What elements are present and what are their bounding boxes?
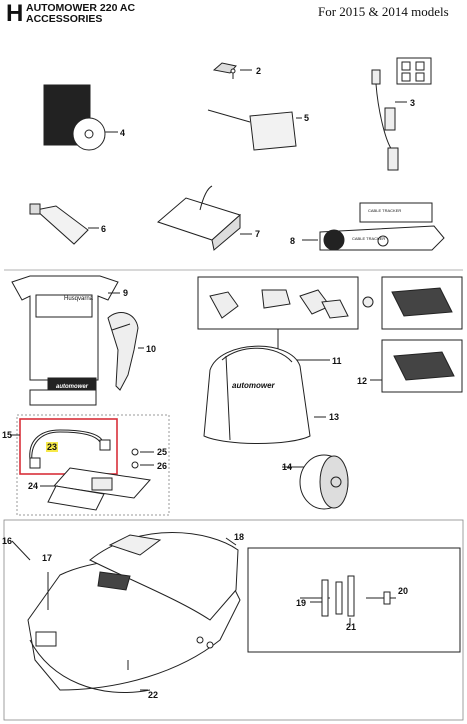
part-number-20: 20 bbox=[398, 586, 409, 596]
part-number-17: 17 bbox=[42, 553, 53, 563]
detail-drawing bbox=[300, 575, 396, 626]
part-number-11: 11 bbox=[332, 356, 342, 366]
part-number-21: 21 bbox=[346, 622, 357, 632]
part-number-4: 4 bbox=[120, 128, 126, 138]
part-number-7: 7 bbox=[255, 229, 261, 239]
manual-cd-drawing bbox=[43, 84, 118, 151]
sealant-cartridge-drawing bbox=[207, 109, 302, 151]
part-number-6: 6 bbox=[101, 224, 107, 234]
part-number-2: 2 bbox=[256, 66, 262, 76]
brackets-kit-drawing bbox=[197, 276, 463, 361]
cable-tracker-drawing bbox=[302, 202, 445, 251]
part-number-15: 15 bbox=[2, 430, 13, 440]
cable-drawing bbox=[29, 429, 111, 469]
wall-bracket-drawing bbox=[11, 275, 120, 406]
cable-tracker-text-1: CABLE TRACKER bbox=[368, 208, 401, 213]
wall-hanger-drawing bbox=[157, 185, 252, 251]
part-number-3: 3 bbox=[410, 98, 416, 108]
cable-tracker-text-2: CABLE TRACKER bbox=[352, 236, 385, 241]
part-number-18: 18 bbox=[234, 532, 245, 542]
part-number-23: 23 bbox=[46, 442, 59, 452]
handle-drawing bbox=[107, 312, 144, 391]
part-number-10: 10 bbox=[146, 344, 157, 354]
part-number-22: 22 bbox=[148, 690, 159, 700]
automower-text-bracket: automower bbox=[56, 384, 89, 390]
part-number-14: 14 bbox=[282, 462, 293, 472]
section-title: AUTOMOWER 220 AC ACCESSORIES bbox=[26, 3, 135, 25]
part-number-13: 13 bbox=[329, 412, 340, 422]
section-title-line2: ACCESSORIES bbox=[26, 13, 103, 25]
part-number-12: 12 bbox=[357, 376, 368, 386]
usb-cable-drawing bbox=[371, 57, 432, 171]
cable-kit-dashed-frame bbox=[16, 414, 170, 516]
screws-clip-drawing bbox=[212, 62, 252, 79]
part-number-5: 5 bbox=[304, 113, 310, 123]
grease-tube-drawing bbox=[29, 203, 99, 245]
body-section-frame bbox=[3, 519, 464, 721]
part-number-8: 8 bbox=[290, 236, 296, 246]
circuit-board-drawing bbox=[40, 467, 151, 511]
part-number-19: 19 bbox=[296, 598, 307, 608]
part-number-9: 9 bbox=[123, 288, 129, 298]
wheel-brush-drawing bbox=[282, 454, 349, 510]
part-number-25: 25 bbox=[157, 447, 168, 457]
part-number-24: 24 bbox=[28, 481, 39, 491]
body-assembly-drawing bbox=[11, 532, 241, 694]
models-note: For 2015 & 2014 models bbox=[318, 4, 449, 19]
part-number-23-label: 23 bbox=[46, 442, 59, 452]
section-letter: H bbox=[6, 0, 24, 27]
part-number-16: 16 bbox=[2, 536, 13, 546]
brush-drawing bbox=[370, 339, 463, 393]
carry-bag-drawing bbox=[203, 345, 326, 444]
part-number-26: 26 bbox=[157, 461, 168, 471]
automower-text-bag: automower bbox=[232, 381, 276, 390]
screw-washer-drawing bbox=[131, 448, 154, 469]
husqvarna-text: Husqvarna bbox=[64, 296, 94, 302]
section-title-line1: AUTOMOWER 220 AC bbox=[26, 2, 136, 14]
